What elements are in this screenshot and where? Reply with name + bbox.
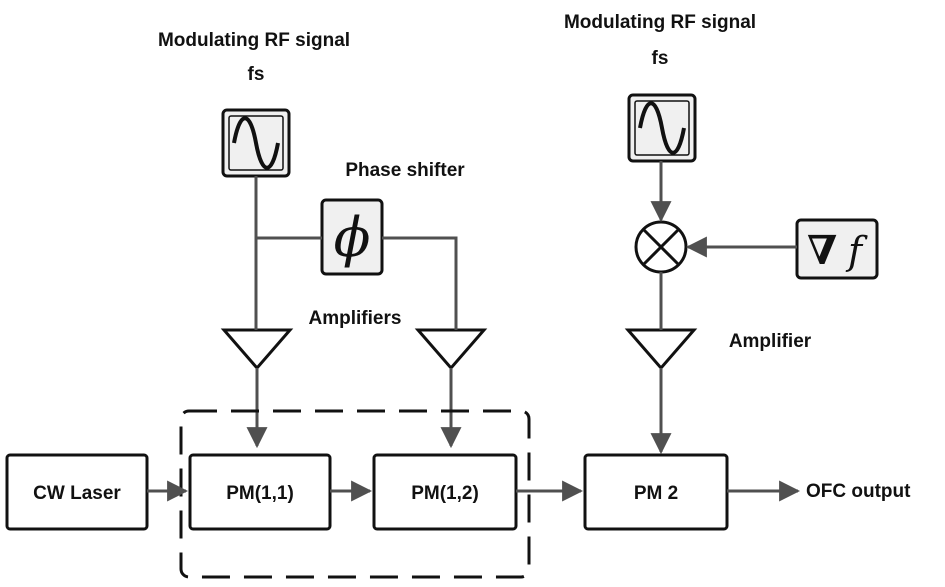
amplifier-label: Amplifier [729, 331, 812, 352]
nabla-f-icon: ∇ f [795, 218, 879, 280]
phi-symbol: ϕ [334, 206, 371, 269]
pm2-label: PM 2 [634, 483, 678, 504]
rf-signal-label-right: Modulating RF signal [564, 12, 756, 33]
amplifier-triangle-icon [624, 328, 698, 371]
phase-shifter-label: Phase shifter [345, 160, 465, 181]
pm11-block: PM(1,1) [188, 453, 332, 531]
ofc-output-label: OFC output [806, 481, 911, 502]
multiplier-icon [634, 220, 688, 274]
rf-connections-left [246, 176, 462, 449]
amplifier-triangle-icon [220, 328, 294, 371]
pm2-block: PM 2 [583, 453, 729, 531]
nabla-symbol: ∇ [807, 227, 837, 274]
rf-signal-label-left: Modulating RF signal [158, 30, 350, 51]
amplifier-triangle-icon [414, 328, 488, 371]
amplifiers-label: Amplifiers [309, 308, 402, 329]
rf-connections-right [650, 161, 797, 455]
sine-wave-icon [221, 108, 291, 178]
phi-icon: ϕ [320, 198, 384, 276]
pm11-label: PM(1,1) [226, 483, 294, 504]
cw-laser-block: CW Laser [5, 453, 149, 531]
rf-frequency-label-left: fs [248, 64, 265, 85]
pm12-label: PM(1,2) [411, 483, 479, 504]
rf-frequency-label-right: fs [652, 48, 669, 69]
sine-wave-icon [627, 93, 697, 163]
cw-laser-label: CW Laser [33, 483, 121, 504]
pm12-block: PM(1,2) [372, 453, 518, 531]
